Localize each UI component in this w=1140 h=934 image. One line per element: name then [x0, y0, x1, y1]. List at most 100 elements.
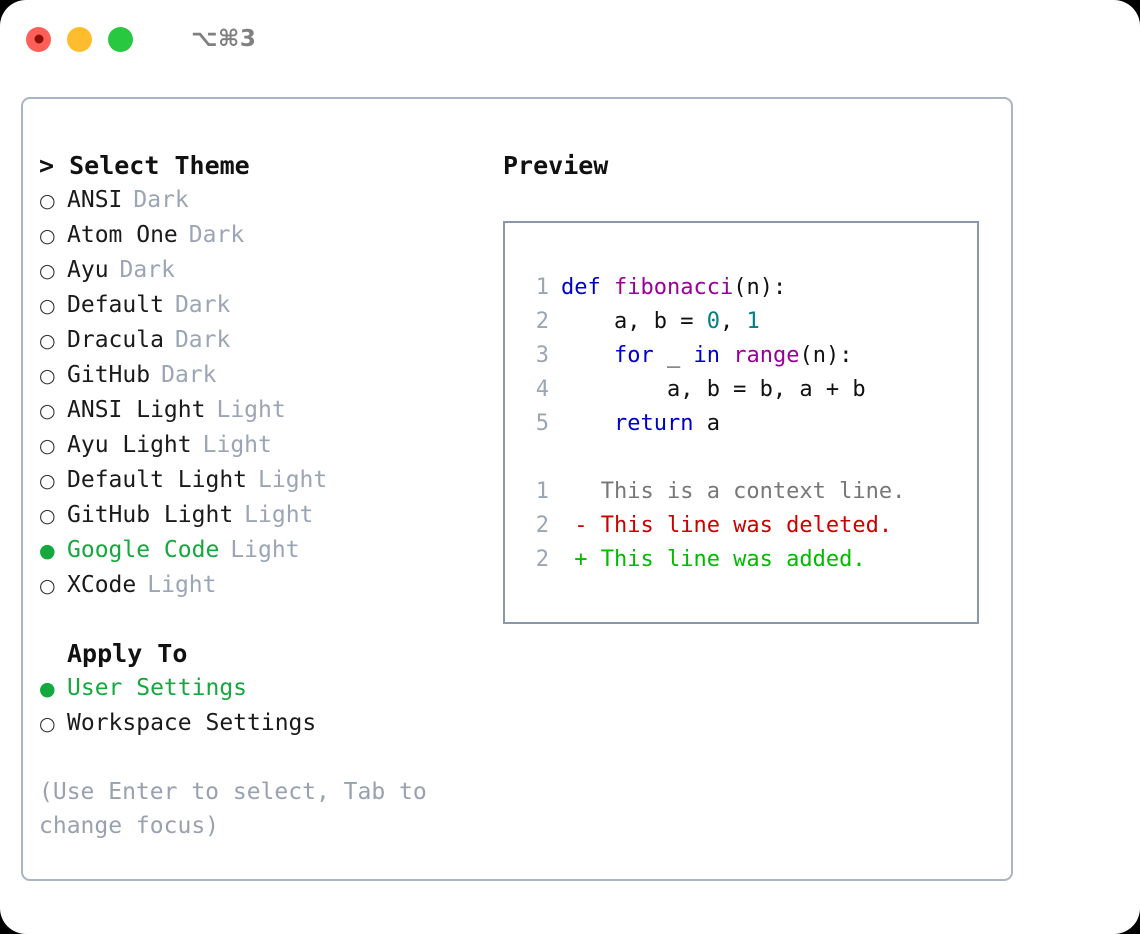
minimize-button-icon[interactable]	[67, 26, 92, 52]
theme-option-label: Ayu Light	[67, 432, 192, 458]
diff-line: 2 - This line was deleted.	[521, 509, 971, 543]
token-txt: _	[653, 343, 694, 368]
line-number: 2	[535, 547, 549, 572]
radio-unselected-icon: ○	[39, 225, 56, 247]
theme-option-category: Dark	[133, 187, 189, 213]
radio-unselected-icon: ○	[39, 190, 56, 212]
line-number: 1	[535, 479, 549, 504]
theme-option-category: Light	[147, 572, 217, 598]
radio-unselected-icon: ○	[39, 400, 56, 422]
token-add: + This line was added.	[561, 547, 866, 572]
line-number: 2	[535, 309, 549, 334]
token-txt: a, b =	[561, 309, 707, 334]
line-number: 3	[535, 343, 549, 368]
theme-option-label: XCode	[67, 572, 137, 598]
theme-option-label: Default	[67, 292, 164, 318]
keyboard-hint-text: (Use Enter to select, Tab to change focu…	[39, 779, 427, 839]
theme-option-category: Dark	[161, 362, 217, 388]
theme-option-label: Atom One	[67, 222, 178, 248]
token-kw: for	[613, 343, 654, 368]
line-number: 5	[535, 411, 549, 436]
apply-to-option-label: Workspace Settings	[67, 710, 317, 736]
code-content: def fibonacci(n):	[561, 271, 786, 305]
theme-option-label: ANSI Light	[67, 397, 206, 423]
theme-option-atom-one[interactable]: ○ Atom One Dark	[39, 218, 469, 253]
diff-line: 1 This is a context line.	[521, 475, 971, 509]
theme-option-ayu[interactable]: ○ Ayu Dark	[39, 253, 469, 288]
code-content: for _ in range(n):	[561, 339, 852, 373]
code-line: 2 a, b = 0, 1	[521, 305, 971, 339]
token-txt	[720, 343, 733, 368]
radio-unselected-icon: ○	[39, 260, 56, 282]
select-theme-header: > Select Theme	[39, 151, 250, 180]
diff-content: - This line was deleted.	[561, 509, 892, 543]
code-line: 1 def fibonacci(n):	[521, 271, 971, 305]
theme-option-category: Light	[244, 502, 314, 528]
token-txt: (n):	[799, 343, 853, 368]
diff-content: + This line was added.	[561, 543, 866, 577]
apply-to-option-user-settings[interactable]: ●User Settings	[39, 671, 469, 706]
code-line: 4 a, b = b, a + b	[521, 373, 971, 407]
token-kw: return	[613, 411, 694, 436]
theme-option-category: Dark	[188, 222, 245, 248]
code-line: 5 return a	[521, 407, 971, 441]
token-txt	[561, 343, 614, 368]
theme-option-category: Light	[258, 467, 328, 493]
code-content: a, b = 0, 1	[561, 305, 760, 339]
theme-option-ansi-light[interactable]: ○ ANSI Light Light	[39, 393, 469, 428]
line-number: 4	[535, 377, 549, 402]
maximize-button-icon[interactable]	[108, 26, 133, 52]
theme-option-xcode[interactable]: ○ XCode Light	[39, 568, 469, 603]
diff-lines: 1 This is a context line.2 - This line w…	[521, 475, 971, 577]
apply-to-header: Apply To	[67, 639, 188, 668]
radio-unselected-icon: ○	[39, 330, 56, 352]
token-num: 0	[706, 309, 720, 334]
theme-option-category: Dark	[119, 257, 175, 283]
token-kw: in	[693, 343, 720, 368]
list-spacer	[39, 603, 469, 637]
token-txt: a	[693, 411, 720, 436]
theme-option-label: Default Light	[67, 467, 248, 493]
apply-to-option-label: User Settings	[67, 675, 248, 701]
line-number: 2	[535, 513, 549, 538]
diff-content: This is a context line.	[561, 475, 906, 509]
preview-header: Preview	[503, 151, 609, 180]
theme-option-label: Ayu	[67, 257, 109, 283]
code-line: 3 for _ in range(n):	[521, 339, 971, 373]
theme-option-category: Dark	[174, 292, 231, 318]
token-num: 1	[746, 309, 760, 334]
apply-to-option-workspace-settings[interactable]: ○Workspace Settings	[39, 706, 469, 741]
theme-option-category: Light	[202, 432, 272, 458]
token-fn: fibonacci	[613, 275, 734, 300]
title-bar: ⌥⌘3	[0, 0, 1140, 78]
hint-spacer	[39, 741, 469, 775]
line-number: 1	[535, 275, 549, 300]
theme-option-label: GitHub	[67, 362, 151, 388]
theme-option-label: GitHub Light	[67, 502, 234, 528]
diff-line: 2 + This line was added.	[521, 543, 971, 577]
code-content: return a	[561, 407, 720, 441]
token-kw: def	[561, 275, 614, 300]
radio-unselected-icon: ○	[39, 575, 56, 597]
token-txt: (n):	[733, 275, 787, 300]
apply-to-list[interactable]: ●User Settings○Workspace Settings	[39, 671, 469, 741]
theme-option-category: Light	[230, 537, 300, 563]
radio-unselected-icon: ○	[39, 470, 56, 492]
token-txt: a, b = b, a + b	[561, 377, 866, 402]
close-button-icon[interactable]	[26, 26, 51, 52]
theme-option-default-light[interactable]: ○ Default Light Light	[39, 463, 469, 498]
theme-option-category: Light	[216, 397, 286, 423]
